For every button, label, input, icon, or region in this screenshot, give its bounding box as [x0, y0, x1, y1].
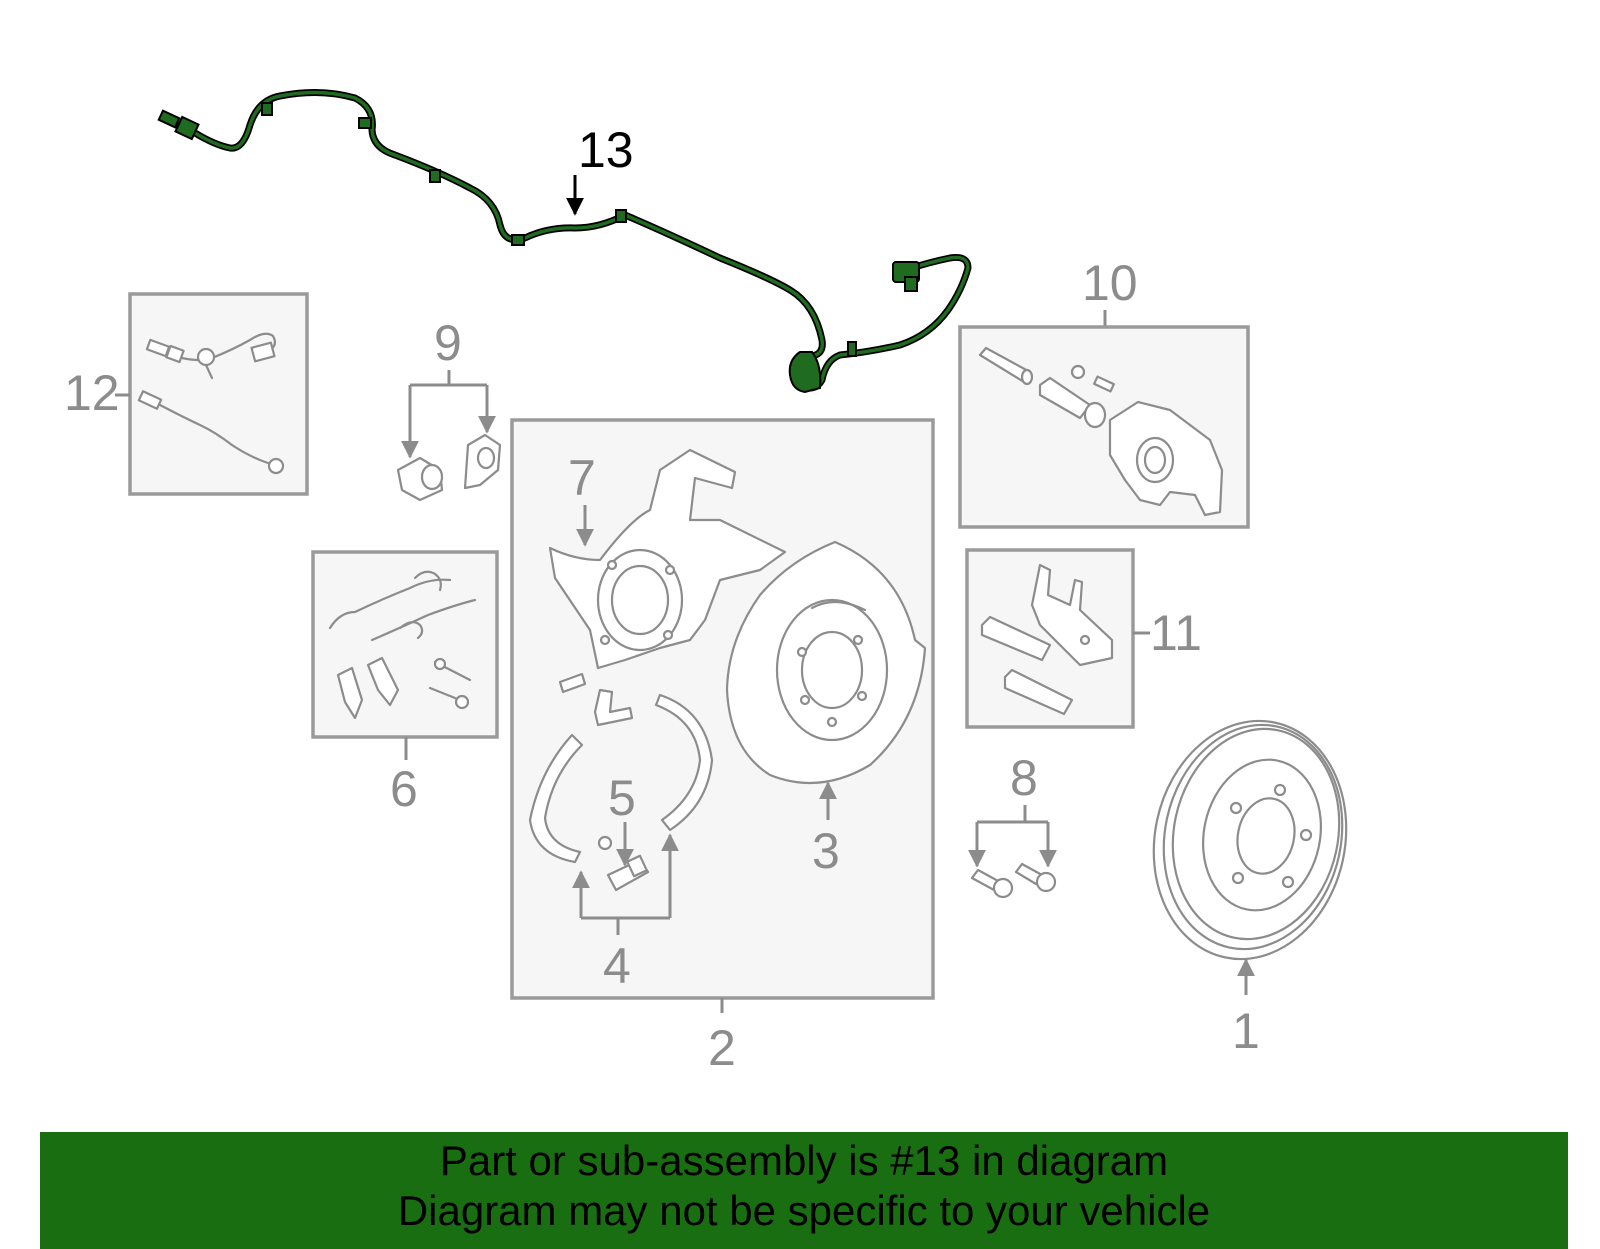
- part-4-brake-shoes-illustration[interactable]: [528, 672, 714, 864]
- callout-6: 6: [390, 761, 418, 817]
- callout-8: 8: [1010, 750, 1038, 806]
- callout-11: 11: [1150, 605, 1202, 661]
- banner-line-1: Part or sub-assembly is #13 in diagram: [439, 1137, 1169, 1184]
- callout-9: 9: [434, 315, 462, 371]
- callout-13: 13: [578, 122, 634, 178]
- callout-12: 12: [64, 365, 120, 421]
- part-13-abs-sensor-harness[interactable]: [157, 88, 972, 394]
- callout-7: 7: [568, 450, 596, 506]
- part-12-sensor-illustration: [137, 332, 285, 475]
- callout-4: 4: [603, 938, 631, 994]
- part-9-bushing-illustration[interactable]: [396, 433, 502, 502]
- part-3-backing-plate-illustration[interactable]: [725, 540, 927, 785]
- callout-10: 10: [1082, 255, 1138, 311]
- callout-2: 2: [708, 1020, 736, 1076]
- leader-9: [401, 370, 496, 459]
- info-banner: Part or sub-assembly is #13 in diagram D…: [40, 1132, 1568, 1249]
- part-10-caliper-illustration: [978, 346, 1224, 517]
- callout-3: 3: [812, 823, 840, 879]
- part-11-pads-illustration: [980, 563, 1114, 716]
- callout-5: 5: [608, 770, 636, 826]
- part-6-box[interactable]: [311, 550, 499, 739]
- leader-8: [968, 805, 1057, 868]
- part-6-hardware-illustration: [328, 570, 477, 720]
- part-8-bolts-illustration[interactable]: [970, 862, 1057, 899]
- callout-1: 1: [1232, 1003, 1260, 1059]
- part-1-rotor-illustration[interactable]: [1132, 703, 1368, 977]
- part-7-knuckle-illustration[interactable]: [548, 448, 787, 670]
- banner-line-2: Diagram may not be specific to your vehi…: [397, 1187, 1211, 1234]
- leader-4: [572, 833, 679, 935]
